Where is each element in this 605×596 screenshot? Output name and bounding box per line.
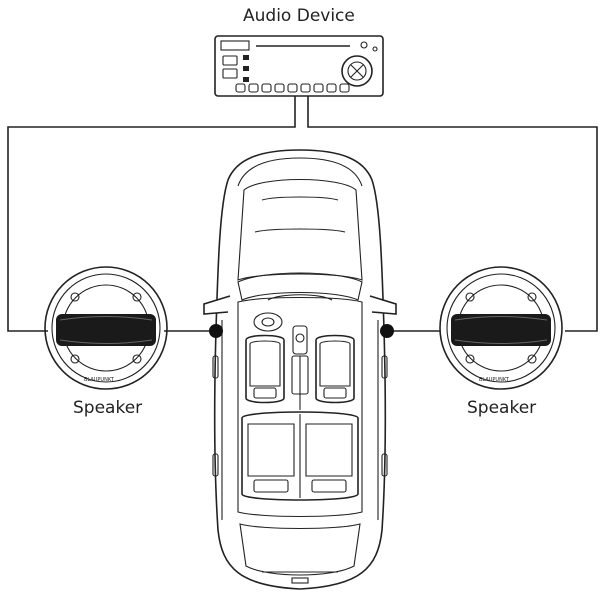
speaker-left: BLAUPUNKT [44, 266, 168, 390]
speaker-right: BLAUPUNKT [439, 266, 563, 390]
speaker-brand-left: BLAUPUNKT [84, 377, 115, 383]
left-door-speaker-point [209, 324, 223, 338]
speaker-right-label: Speaker [467, 398, 537, 418]
speaker-wires [7, 96, 598, 332]
audio-device [214, 35, 384, 97]
car-top-view [203, 149, 397, 590]
wire-right-to-speaker [307, 96, 598, 332]
speaker-brand-right: BLAUPUNKT [479, 377, 510, 383]
wire-left-to-speaker [7, 96, 296, 332]
audio-device-label: Audio Device [243, 6, 355, 26]
right-door-speaker-point [380, 324, 394, 338]
speaker-left-label: Speaker [73, 398, 143, 418]
